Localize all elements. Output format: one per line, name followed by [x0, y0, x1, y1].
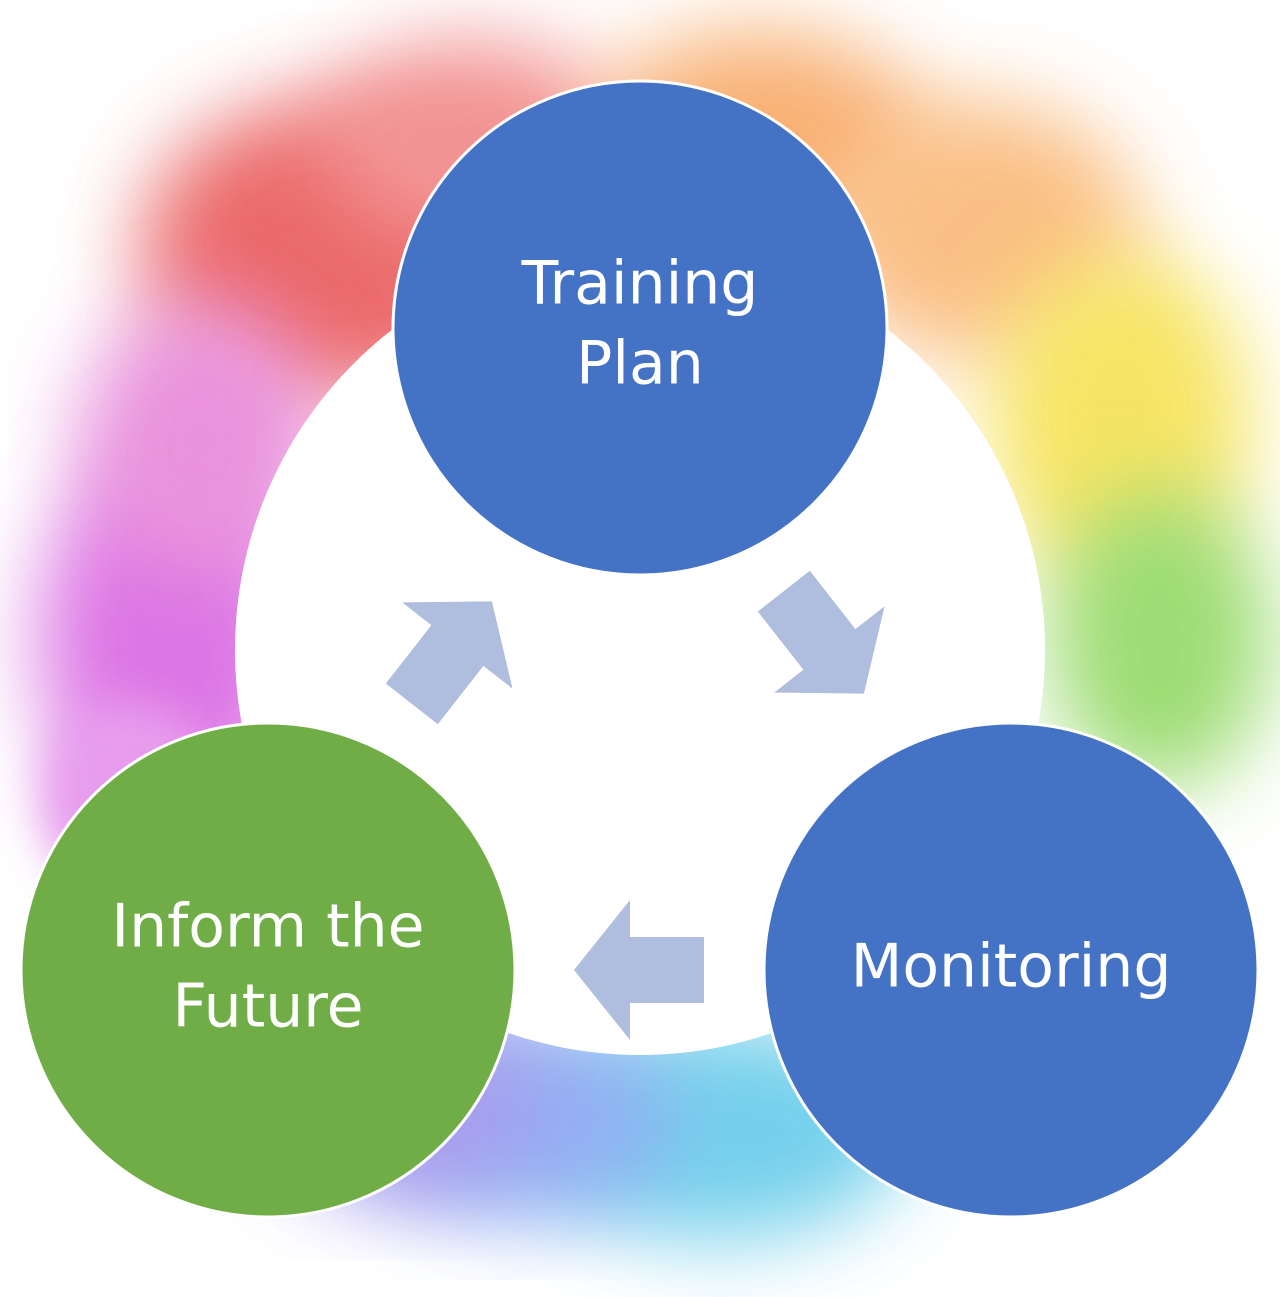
cycle-arrows	[385, 570, 885, 1040]
arrow-training-to-monitoring	[757, 570, 885, 694]
arrow-monitoring-to-inform	[574, 900, 704, 1040]
node-circle	[19, 721, 517, 1219]
node-monitoring: Monitoring	[762, 721, 1260, 1219]
node-circle	[762, 721, 1260, 1219]
node-label-line: Training	[521, 249, 759, 319]
node-label-line: Inform the	[111, 892, 424, 962]
arrow-inform-to-training	[385, 601, 513, 725]
node-circle	[391, 79, 889, 577]
node-training-plan: Training Plan	[391, 79, 889, 577]
node-label-line: Plan	[576, 329, 704, 399]
node-inform-the-future: Inform the Future	[19, 721, 517, 1219]
node-label-line: Future	[172, 972, 363, 1042]
node-label-line: Monitoring	[851, 932, 1172, 1002]
